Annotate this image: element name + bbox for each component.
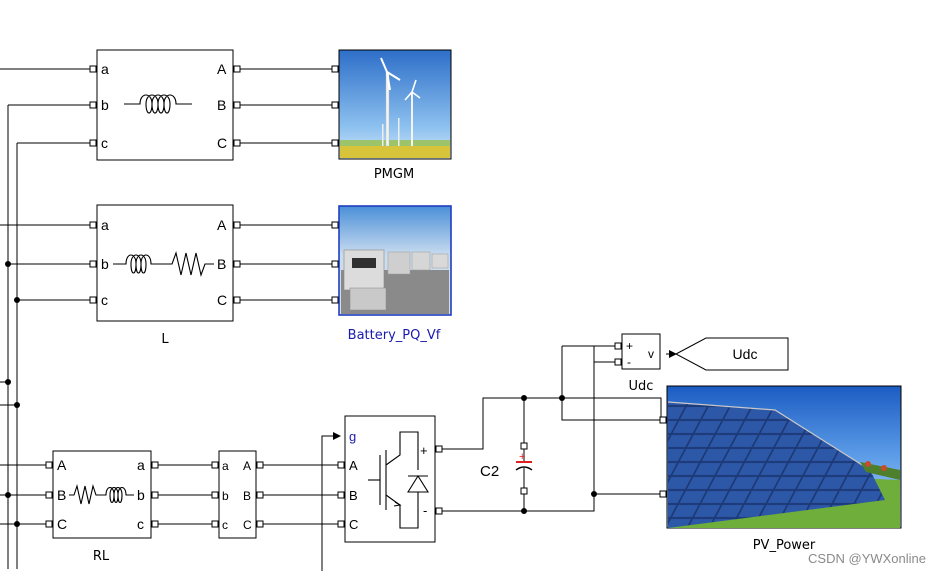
port-label: B bbox=[217, 256, 226, 272]
port-markers bbox=[337, 445, 443, 528]
port-markers bbox=[211, 461, 264, 528]
port-label: A bbox=[217, 61, 227, 77]
igbt-diode-icon bbox=[368, 431, 429, 529]
block-name: PV_Power bbox=[753, 538, 816, 553]
port-label: A bbox=[243, 459, 251, 473]
l-line-block[interactable]: a b c A B C L bbox=[89, 204, 241, 347]
port-label: b bbox=[222, 489, 229, 503]
port-label: c bbox=[137, 516, 144, 532]
inductor-icon bbox=[124, 94, 192, 114]
rl-line-block[interactable]: A B C a b c RL bbox=[45, 450, 159, 564]
pmgm-block[interactable]: PMGM bbox=[331, 49, 452, 182]
port-label: - bbox=[423, 503, 427, 518]
port-label: A bbox=[349, 458, 358, 473]
wires bbox=[0, 68, 677, 571]
port-label: b bbox=[101, 97, 109, 113]
port-markers bbox=[45, 461, 159, 528]
block-name: Udc bbox=[629, 379, 654, 394]
inductor-resistor-icon bbox=[113, 251, 214, 277]
watermark-text: CSDN @YWXonline bbox=[808, 551, 926, 566]
svg-text:+: + bbox=[519, 451, 525, 463]
block-name: PMGM bbox=[374, 167, 414, 182]
junctions bbox=[5, 261, 597, 527]
port-label: - bbox=[627, 355, 631, 369]
port-label: + bbox=[420, 443, 428, 458]
resistor-inductor-icon bbox=[69, 483, 134, 505]
voltage-measurement-block[interactable]: + - v Udc bbox=[614, 333, 661, 394]
port-label: A bbox=[57, 457, 67, 473]
port-label: c bbox=[222, 518, 228, 532]
block-name: L bbox=[161, 332, 169, 347]
battery-block[interactable]: Battery_PQ_Vf bbox=[331, 205, 452, 343]
port-markers bbox=[331, 221, 339, 304]
port-markers bbox=[331, 65, 339, 147]
upper-line-block[interactable]: a b c A B C bbox=[89, 49, 241, 161]
port-label: A bbox=[217, 217, 227, 233]
port-label: C bbox=[57, 516, 67, 532]
port-label: c bbox=[101, 135, 108, 151]
port-label: a bbox=[222, 459, 229, 473]
port-label: b bbox=[101, 256, 109, 272]
port-label: g bbox=[349, 429, 356, 444]
goto-tag-udc[interactable]: Udc bbox=[674, 337, 789, 371]
port-label: a bbox=[101, 217, 109, 233]
block-name: RL bbox=[93, 549, 110, 564]
battery-storage-image bbox=[341, 249, 449, 314]
port-label: a bbox=[101, 61, 109, 77]
port-label: + bbox=[626, 339, 633, 353]
block-name: Battery_PQ_Vf bbox=[348, 328, 441, 343]
port-label: B bbox=[217, 97, 226, 113]
port-label: b bbox=[137, 487, 145, 503]
port-label: B bbox=[349, 488, 358, 503]
port-markers bbox=[89, 221, 241, 304]
capacitor-c2[interactable]: + C2 bbox=[480, 442, 533, 495]
port-label: B bbox=[243, 489, 251, 503]
port-label: C bbox=[217, 292, 227, 308]
port-label: a bbox=[137, 457, 145, 473]
port-label: v bbox=[648, 347, 654, 361]
tag-label: Udc bbox=[733, 346, 758, 362]
abc-bus-block[interactable]: a b c A B C bbox=[211, 450, 264, 539]
port-markers bbox=[89, 65, 241, 147]
port-label: B bbox=[57, 487, 66, 503]
port-label: C bbox=[217, 135, 227, 151]
converter-block[interactable]: g A B C + - bbox=[337, 415, 443, 543]
port-label: c bbox=[101, 292, 108, 308]
wind-turbine-image bbox=[340, 57, 450, 158]
port-label: C bbox=[243, 518, 252, 532]
port-label: C bbox=[349, 517, 358, 532]
pv-power-block[interactable]: PV_Power bbox=[659, 385, 902, 553]
solar-panel-image bbox=[667, 401, 900, 528]
block-name: C2 bbox=[480, 463, 499, 480]
